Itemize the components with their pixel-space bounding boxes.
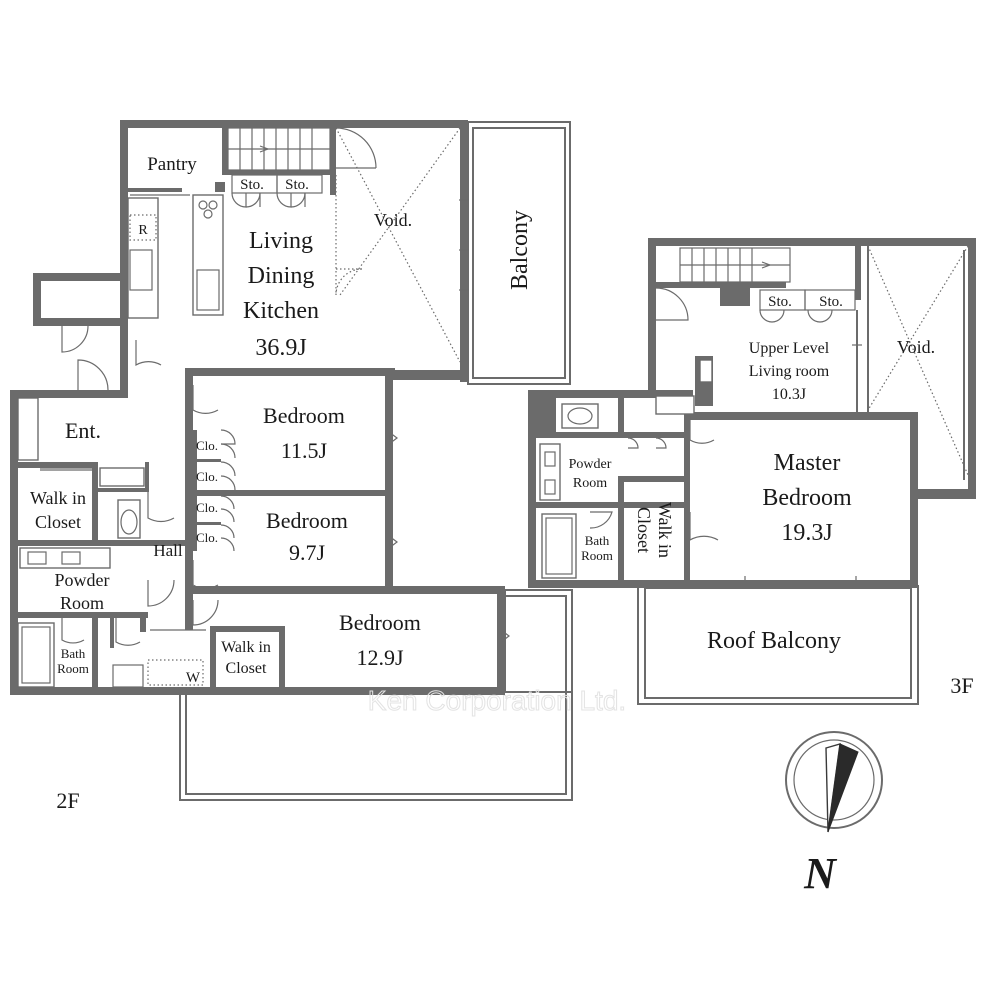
labels-2f: Pantry Sto. Sto. R Void. Living Dining K… [30,154,533,813]
closet-label-4: Clo. [196,530,218,545]
doors-2f [61,325,510,646]
closet-label-3: Clo. [196,500,218,515]
balcony-label-2f: Balcony [507,210,533,290]
wic2-label-line2: Closet [226,660,267,677]
stairs-3f [655,247,791,321]
void-label-3f: Void. [897,337,935,357]
hall-label: Hall [153,541,183,560]
powder-label-line1: Powder [55,570,110,590]
ldk-label-line2: Dining [248,263,315,289]
kitchen-fixtures-2f [127,174,323,319]
upper-living-line1: Upper Level [749,340,830,357]
wic-label-3f-line2: Closet [634,507,654,553]
powder-label-line2: Room [60,593,104,613]
labels-3f: Sto. Sto. Upper Level Living room 10.3J … [569,294,974,698]
storage-label-3f-2: Sto. [819,294,843,310]
void-label-2f: Void. [374,210,412,230]
upper-living-size: 10.3J [772,386,806,403]
storage-label-2: Sto. [285,177,309,193]
bedroom3-name: Bedroom [339,610,421,635]
master-label-line2: Bedroom [762,485,852,511]
bath-fixtures-2f [17,397,276,688]
closet-label-1: Clo. [196,438,218,453]
storage-label-1: Sto. [240,177,264,193]
bath-label-line1: Bath [61,646,86,661]
pantry-label: Pantry [147,154,197,175]
floor-label-3f: 3F [950,673,973,698]
bedroom1-name: Bedroom [263,403,345,428]
roof-balcony-outline-3f [637,489,976,705]
bedroom3-size: 12.9J [356,645,404,670]
powder-label-3f-line1: Powder [569,457,612,472]
powder-label-3f-line2: Room [573,476,607,491]
bedroom1-size: 11.5J [281,438,328,463]
wic-label-3f-line1: Walk in [655,502,675,558]
ldk-label-line3: Kitchen [243,298,319,324]
refrigerator-label: R [138,223,148,238]
master-label-line1: Master [774,450,841,476]
master-size: 19.3J [781,520,832,546]
void-2f [335,127,469,363]
bedroom2-name: Bedroom [266,508,348,533]
floor-label-2f: 2F [56,788,79,813]
bath-label-3f-line1: Bath [585,533,610,548]
fixtures-3f [539,289,890,586]
ldk-label-line1: Living [249,228,313,254]
upper-living-line2: Living room [749,363,830,380]
compass-icon [785,731,883,833]
bath-label-3f-line2: Room [581,548,613,563]
roof-balcony-label: Roof Balcony [707,628,841,654]
stairs-2f [227,127,377,171]
washer-label: W [186,670,201,686]
north-label: N [803,849,838,898]
wic2-label-line1: Walk in [221,639,271,656]
bath-label-line2: Room [57,661,89,676]
ldk-size: 36.9J [255,335,306,361]
storage-label-3f-1: Sto. [768,294,792,310]
void-3f [867,245,969,480]
entrance-label: Ent. [65,418,101,443]
wic1-label-line1: Walk in [30,488,86,508]
wic1-label-line2: Closet [35,512,81,532]
bedroom2-size: 9.7J [289,540,326,565]
watermark: Ken Corporation Ltd. [368,685,626,716]
balcony-outlines-2f [179,121,573,801]
closet-label-2: Clo. [196,469,218,484]
